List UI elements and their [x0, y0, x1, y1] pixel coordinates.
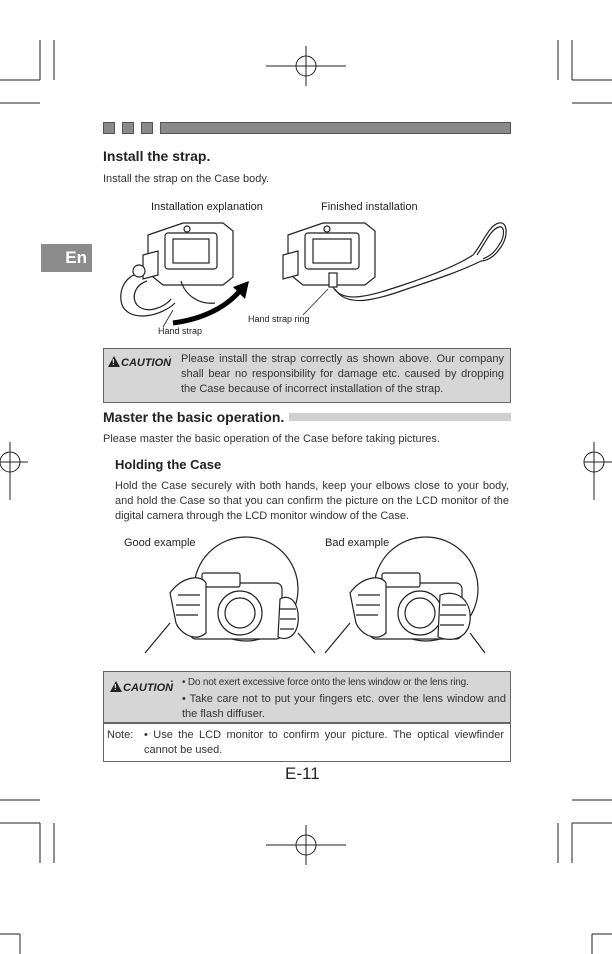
warning-triangle-icon [110, 681, 122, 692]
caution-box-strap: CAUTION : Please install the strap corre… [103, 348, 511, 403]
caution-item-1: • Do not exert excessive force onto the … [182, 677, 469, 688]
label-hand-strap: Hand strap [158, 326, 203, 336]
section-title-bar [289, 413, 511, 421]
caution-separator: : [170, 677, 174, 689]
caption-bad-example: Bad example [325, 537, 390, 549]
caption-finished-installation: Finished installation [321, 201, 418, 213]
warning-triangle-icon [108, 356, 120, 367]
subtitle-holding-case: Holding the Case [115, 457, 222, 472]
label-hand-strap-ring: Hand strap ring [248, 314, 310, 324]
section-intro-basic-operation: Please master the basic operation of the… [103, 433, 440, 445]
caution-label: CAUTION [108, 353, 171, 371]
strap-installation-illustration [120, 222, 507, 328]
page-number: E-11 [285, 764, 320, 783]
note-box: Note: • Use the LCD monitor to confirm y… [103, 723, 511, 762]
section-title-install-strap: Install the strap. [103, 148, 211, 164]
caution-text-strap: Please install the strap correctly as sh… [181, 353, 504, 395]
holding-case-text: Hold the Case securely with both hands, … [115, 480, 509, 522]
caption-good-example: Good example [124, 537, 196, 549]
caption-installation-explanation: Installation explanation [151, 201, 263, 213]
section-title-basic-operation: Master the basic operation. [103, 409, 285, 425]
holding-case-illustration [144, 536, 486, 654]
caution-label: CAUTION [110, 678, 173, 696]
caution-item-2: • Take care not to put your fingers etc.… [182, 693, 506, 720]
header-bar [103, 122, 511, 134]
language-tab: En [41, 244, 92, 272]
note-label: Note: [107, 729, 134, 741]
caution-box-lens: CAUTION : • Do not exert excessive force… [103, 671, 511, 723]
section-intro-install-strap: Install the strap on the Case body. [103, 173, 270, 185]
caution-separator: : [168, 353, 172, 365]
note-text: • Use the LCD monitor to confirm your pi… [144, 729, 504, 756]
